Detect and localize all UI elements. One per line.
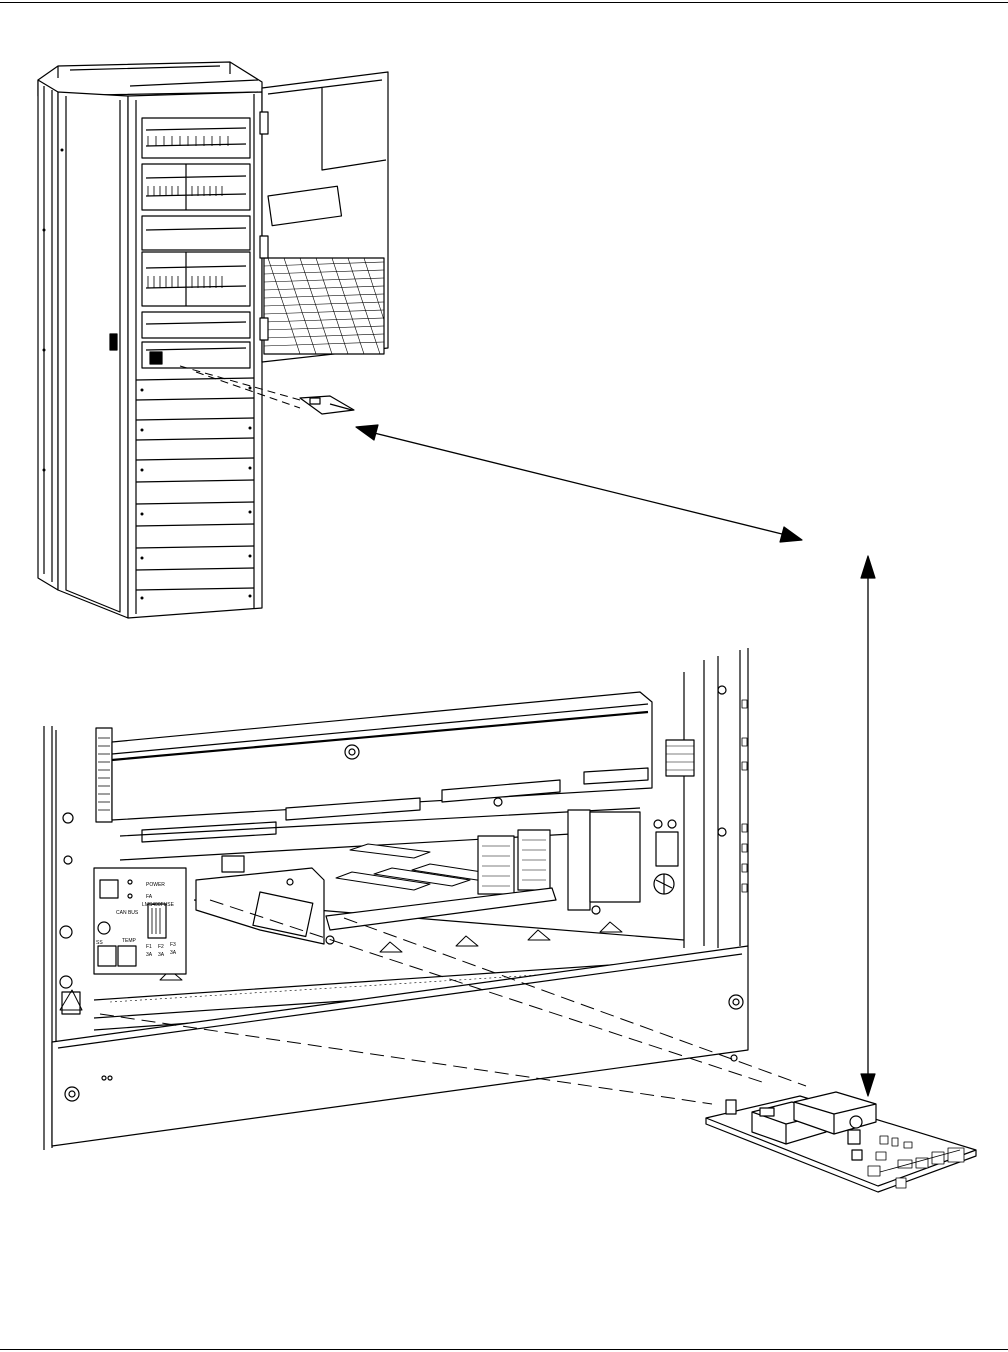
front-panel (52, 946, 748, 1146)
label-can-bus: CAN BUS (116, 910, 139, 916)
label-fuse-header: LMS400FUSE (142, 902, 175, 908)
label-f3-rating: 3A (170, 950, 177, 956)
label-power: POWER (146, 882, 165, 888)
arrow-diagonal (356, 425, 802, 542)
arrow-vertical (861, 556, 875, 1096)
label-ss: SS (96, 940, 103, 946)
open-door (260, 72, 388, 362)
controller-small (300, 396, 354, 414)
controller-board (706, 1092, 976, 1192)
shelf-detail: POWER FA LMS400FUSE CAN BUS SS TEMP F1 F… (44, 648, 806, 1150)
label-f1: F1 (146, 944, 152, 950)
controller-faceplate: POWER FA LMS400FUSE CAN BUS SS TEMP F1 F… (94, 868, 186, 974)
label-f2: F2 (158, 944, 164, 950)
label-fa: FA (146, 894, 153, 900)
cabinet-overview (38, 62, 388, 618)
label-f3: F3 (170, 942, 176, 948)
label-f2-rating: 3A (158, 952, 165, 958)
label-temp: TEMP (122, 938, 137, 944)
label-f1-rating: 3A (146, 952, 153, 958)
